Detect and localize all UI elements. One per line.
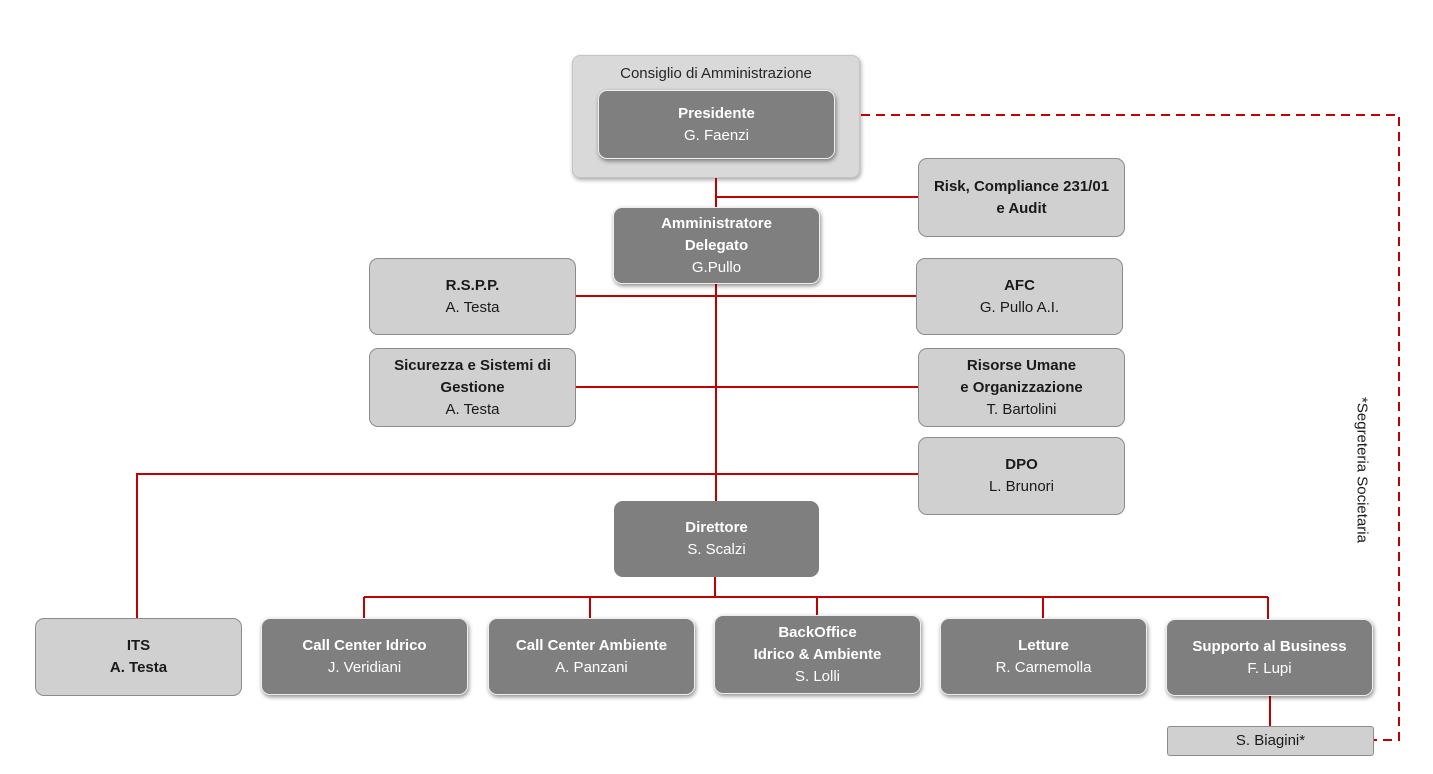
sicurezza-role-line2: Gestione <box>440 378 505 396</box>
unit-role-line1: BackOffice <box>778 623 857 641</box>
presidente-box[interactable]: Presidente G. Faenzi <box>598 90 835 159</box>
its-name: A. Testa <box>109 659 168 676</box>
presidente-name: G. Faenzi <box>683 126 750 144</box>
risk-compliance-box[interactable]: Risk, Compliance 231/01 e Audit <box>918 158 1125 237</box>
presidente-role: Presidente <box>678 104 755 122</box>
unit-role-line2: Idrico & Ambiente <box>753 645 882 663</box>
direttore-name: S. Scalzi <box>687 541 746 558</box>
sicurezza-role-line1: Sicurezza e Sistemi di <box>394 356 551 374</box>
risorse-umane-box[interactable]: Risorse Umane e Organizzazione T. Bartol… <box>918 348 1125 427</box>
dpo-box[interactable]: DPO L. Brunori <box>918 437 1125 515</box>
direttore-box[interactable]: Direttore S. Scalzi <box>614 501 819 577</box>
rspp-box[interactable]: R.S.P.P. A. Testa <box>369 258 576 335</box>
unit-call-center-idrico[interactable]: Call Center Idrico J. Veridiani <box>261 618 468 695</box>
afc-box[interactable]: AFC G. Pullo A.I. <box>916 258 1123 335</box>
hr-role-line1: Risorse Umane <box>966 356 1077 374</box>
unit-role: Supporto al Business <box>1192 637 1347 655</box>
board-title: Consiglio di Amministrazione <box>620 65 812 82</box>
segreteria-dashed-line <box>861 114 1400 741</box>
dpo-role: DPO <box>1005 456 1038 473</box>
sicurezza-box[interactable]: Sicurezza e Sistemi di Gestione A. Testa <box>369 348 576 427</box>
unit-backoffice[interactable]: BackOffice Idrico & Ambiente S. Lolli <box>714 615 921 694</box>
ad-role-line2: Delegato <box>684 236 749 254</box>
ad-name: G.Pullo <box>691 258 742 276</box>
biagini-box[interactable]: S. Biagini* <box>1167 726 1374 756</box>
unit-supporto-business[interactable]: Supporto al Business F. Lupi <box>1166 619 1373 696</box>
unit-letture[interactable]: Letture R. Carnemolla <box>940 618 1147 695</box>
ad-role-line1: Amministratore <box>661 214 772 232</box>
afc-role: AFC <box>1004 276 1035 294</box>
direttore-role: Direttore <box>685 519 748 536</box>
unit-role: Call Center Ambiente <box>515 636 668 654</box>
unit-role: Letture <box>1018 636 1069 654</box>
dpo-its-branch-line <box>136 473 919 619</box>
risk-role-line2: e Audit <box>996 199 1047 217</box>
rspp-role: R.S.P.P. <box>445 276 500 294</box>
unit-role: Call Center Idrico <box>302 636 427 654</box>
afc-name: G. Pullo A.I. <box>979 298 1060 316</box>
hr-name: T. Bartolini <box>986 400 1057 418</box>
segreteria-label: *Segreteria Societaria <box>1353 397 1371 543</box>
unit-name: A. Panzani <box>555 658 628 676</box>
hr-role-line2: e Organizzazione <box>960 378 1083 396</box>
rspp-name: A. Testa <box>445 298 500 316</box>
its-role: ITS <box>126 637 151 654</box>
unit-call-center-ambiente[interactable]: Call Center Ambiente A. Panzani <box>488 618 695 695</box>
risk-role-line1: Risk, Compliance 231/01 <box>933 177 1110 195</box>
unit-name: F. Lupi <box>1247 659 1292 677</box>
ad-box[interactable]: Amministratore Delegato G.Pullo <box>613 207 820 284</box>
unit-name: J. Veridiani <box>327 658 402 676</box>
unit-name: R. Carnemolla <box>995 658 1092 676</box>
sicurezza-name: A. Testa <box>445 400 500 418</box>
biagini-name: S. Biagini* <box>1235 732 1306 749</box>
dpo-name: L. Brunori <box>988 478 1055 495</box>
unit-name: S. Lolli <box>794 667 841 685</box>
its-box[interactable]: ITS A. Testa <box>35 618 242 696</box>
